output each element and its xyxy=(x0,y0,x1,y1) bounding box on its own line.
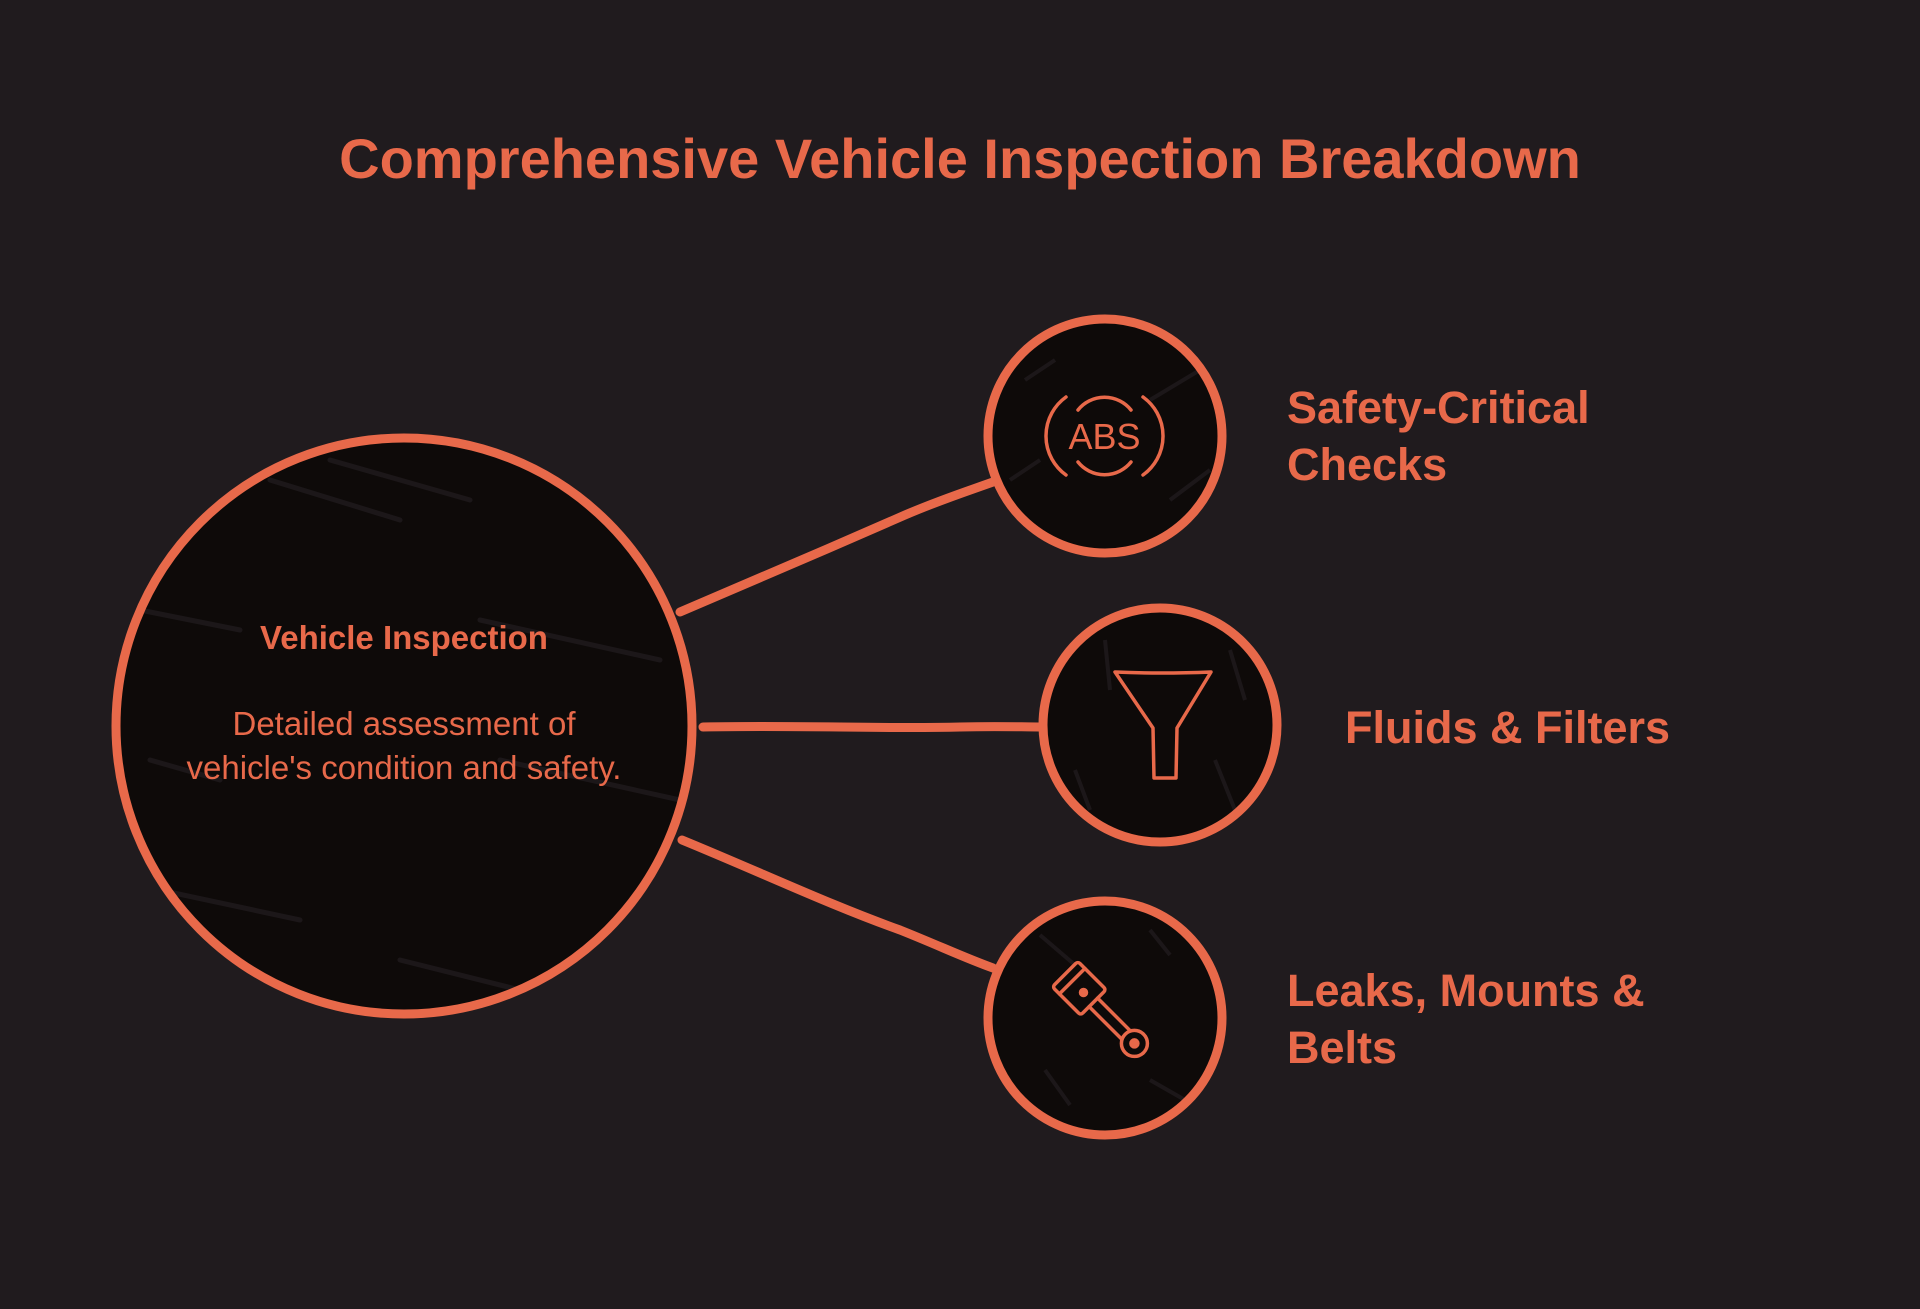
connector-leaks xyxy=(677,835,998,973)
center-node[interactable] xyxy=(111,433,697,1019)
branch-node-leaks[interactable] xyxy=(983,896,1227,1140)
branch-label-leaks: Leaks, Mounts & Belts xyxy=(1287,962,1645,1076)
branch-label-line: Leaks, Mounts & xyxy=(1287,965,1645,1016)
connector-fluids xyxy=(698,721,1048,733)
branch-label-fluids: Fluids & Filters xyxy=(1345,699,1670,756)
connector-safety xyxy=(675,477,998,617)
branch-label-safety: Safety-Critical Checks xyxy=(1287,379,1590,493)
center-node-description: Detailed assessment of vehicle's conditi… xyxy=(186,705,622,786)
center-node-title: Vehicle Inspection xyxy=(260,619,548,656)
branch-label-line: Belts xyxy=(1287,1022,1398,1073)
branch-node-fluids[interactable] xyxy=(1038,603,1282,847)
branch-label-line: Safety-Critical xyxy=(1287,382,1590,433)
branch-label-line: Checks xyxy=(1287,439,1448,490)
abs-warning-icon: ABS xyxy=(1044,395,1165,477)
branch-node-safety[interactable]: ABS xyxy=(983,314,1227,558)
center-node-text: Vehicle Inspection Detailed assessment o… xyxy=(184,616,624,790)
branch-label-line: Fluids & Filters xyxy=(1345,702,1671,753)
svg-text:ABS: ABS xyxy=(1068,416,1140,457)
funnel-icon xyxy=(1113,670,1213,780)
piston-icon xyxy=(1051,960,1150,1059)
diagram-title: Comprehensive Vehicle Inspection Breakdo… xyxy=(339,127,1581,190)
